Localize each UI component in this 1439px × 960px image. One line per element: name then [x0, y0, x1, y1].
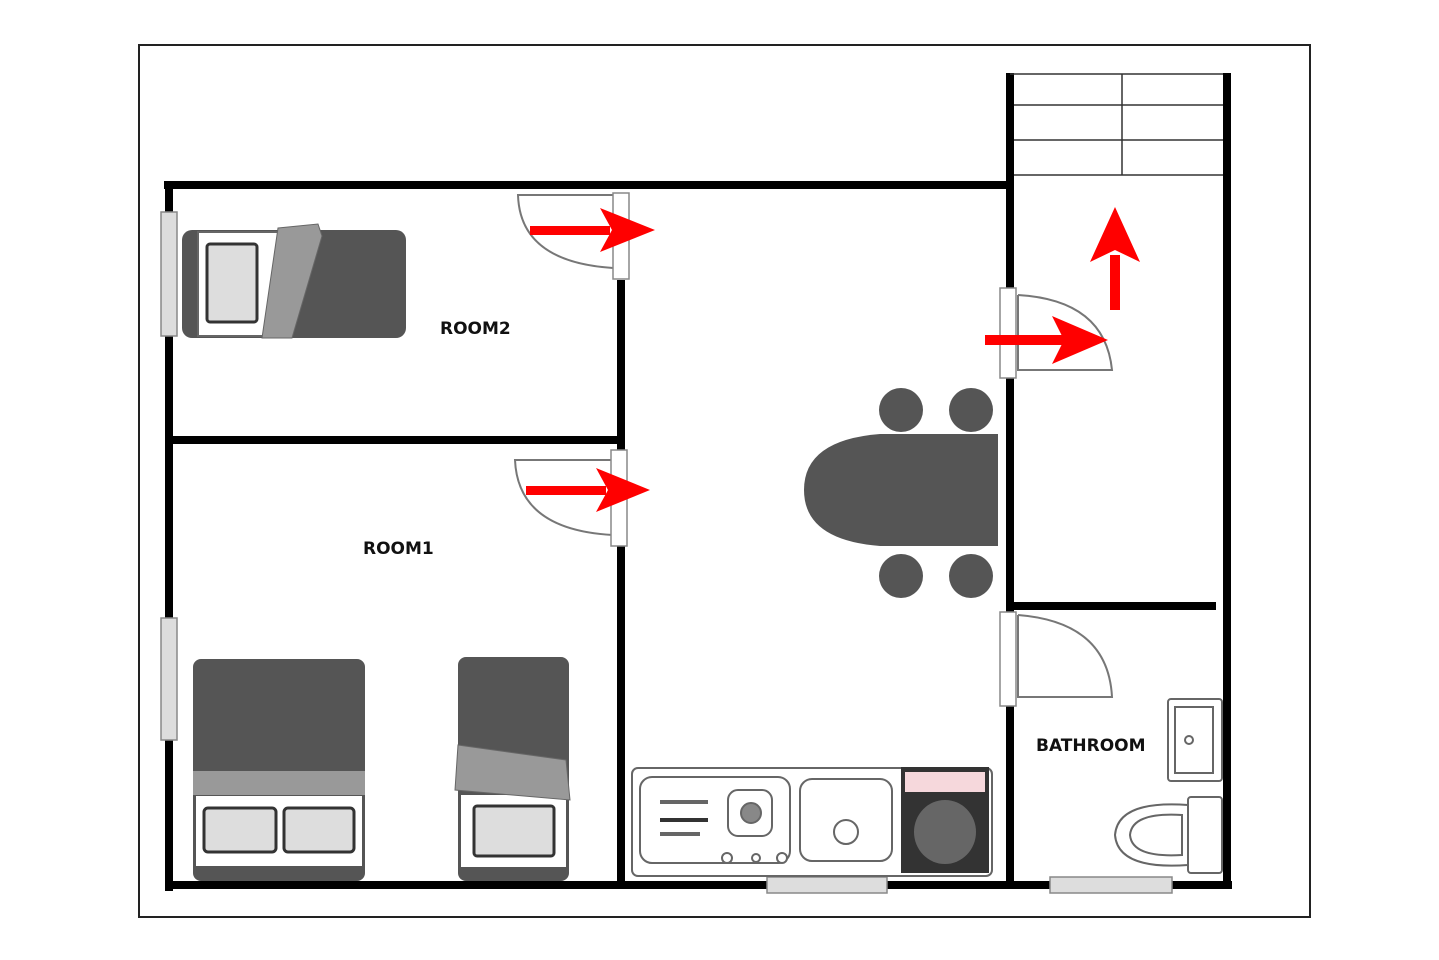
- room2-label: ROOM2: [440, 319, 511, 339]
- dining-table: [804, 388, 998, 598]
- doors: [513, 192, 1114, 707]
- windows: [160, 211, 1173, 894]
- stairs: [1010, 73, 1223, 176]
- plan-border: [138, 44, 1311, 918]
- double-bed-room1: [193, 659, 365, 881]
- bathroom-fixtures: [1113, 698, 1223, 874]
- single-bed-room1: [454, 657, 571, 881]
- bed-room2: [182, 223, 406, 339]
- kitchen-counter: [631, 767, 993, 877]
- direction-arrows: [526, 207, 1140, 512]
- bathroom-label: BATHROOM: [1036, 736, 1146, 756]
- room1-label: ROOM1: [363, 539, 434, 559]
- walls: [164, 73, 1232, 891]
